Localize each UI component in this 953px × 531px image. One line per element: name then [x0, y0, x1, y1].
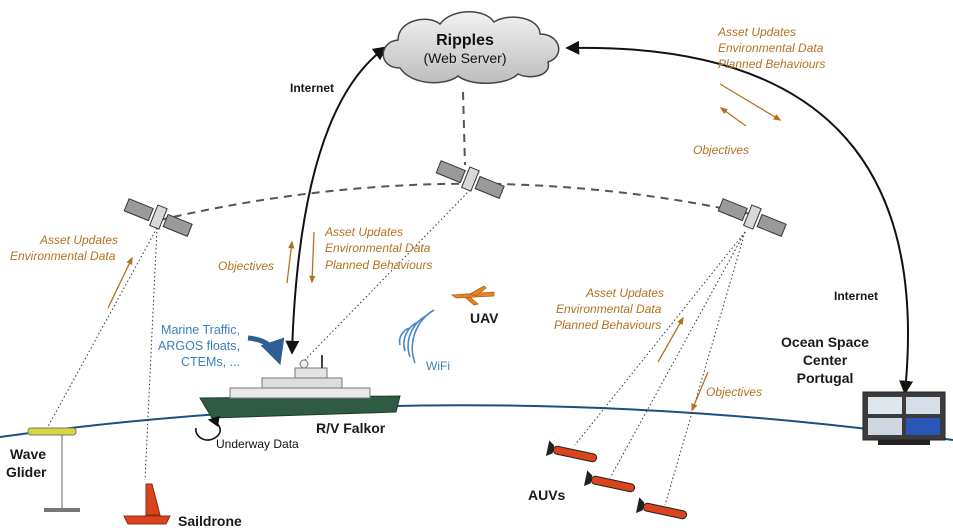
svg-text:Asset Updates: Asset Updates [717, 25, 796, 39]
auv-2 [583, 470, 636, 493]
svg-text:Asset Updates: Asset Updates [39, 233, 118, 247]
svg-text:Ocean Space: Ocean Space [781, 334, 869, 350]
internet-link-right [565, 40, 914, 395]
data-feed-arrow [247, 335, 285, 366]
saildrone [123, 483, 171, 525]
data-flow-arrows [107, 83, 782, 412]
svg-text:ARGOS floats,: ARGOS floats, [158, 339, 240, 353]
cloud-subtitle: (Web Server) [424, 50, 507, 66]
marine-data-sources: Marine Traffic, ARGOS floats, CTEMs, ... [158, 323, 240, 369]
internet-link-left [285, 46, 388, 355]
uav-label: UAV [470, 310, 499, 326]
internet-label-left: Internet [290, 81, 334, 95]
internet-label-right: Internet [834, 289, 878, 303]
svg-text:Asset Updates: Asset Updates [324, 225, 403, 239]
satellite-left [123, 198, 193, 237]
svg-text:CTEMs, ...: CTEMs, ... [181, 355, 240, 369]
wave-glider-label-1: Wave [10, 446, 46, 462]
auvs-label: AUVs [528, 487, 566, 503]
satellite-center [435, 160, 505, 199]
right-satellite-messages: Asset Updates Environmental Data Planned… [554, 286, 762, 399]
underway-loop-icon [195, 415, 221, 441]
svg-text:Environmental Data: Environmental Data [556, 302, 662, 316]
wave-glider [27, 427, 80, 512]
wifi-icon [398, 309, 435, 364]
svg-text:Portugal: Portugal [797, 370, 854, 386]
left-satellite-messages: Asset Updates Environmental Data [10, 233, 118, 263]
center-messages: Objectives Asset Updates Environmental D… [218, 225, 432, 273]
satellite-right [717, 198, 787, 237]
wifi-label: WiFi [426, 359, 450, 373]
cloud-to-satellite-link [462, 91, 466, 166]
wave-glider-label-2: Glider [6, 464, 47, 480]
svg-text:Objectives: Objectives [218, 259, 274, 273]
saildrone-label: Saildrone [178, 513, 242, 529]
underway-label: Underway Data [216, 437, 299, 451]
svg-text:Marine Traffic,: Marine Traffic, [161, 323, 240, 337]
svg-text:Objectives: Objectives [706, 385, 762, 399]
svg-text:Objectives: Objectives [693, 143, 749, 157]
uav-drone [450, 285, 495, 306]
ocean-center-labels: Ocean Space Center Portugal [781, 334, 869, 386]
svg-text:Environmental Data: Environmental Data [325, 241, 431, 255]
ripples-cloud: Ripples (Web Server) [382, 11, 560, 84]
svg-text:Environmental Data: Environmental Data [718, 41, 824, 55]
svg-text:Planned Behaviours: Planned Behaviours [554, 318, 661, 332]
svg-text:Asset Updates: Asset Updates [585, 286, 664, 300]
cloud-title: Ripples [436, 32, 494, 49]
ship-label: R/V Falkor [316, 420, 386, 436]
svg-text:Planned Behaviours: Planned Behaviours [718, 57, 825, 71]
svg-text:Center: Center [803, 352, 848, 368]
svg-text:Environmental Data: Environmental Data [10, 249, 116, 263]
svg-text:Planned Behaviours: Planned Behaviours [325, 258, 432, 272]
research-vessel [199, 355, 401, 419]
auv-1 [545, 440, 598, 463]
ocean-surface-line [0, 404, 953, 441]
top-right-messages: Asset Updates Environmental Data Planned… [693, 25, 825, 157]
auv-3 [635, 497, 688, 520]
satellite-link-arc [159, 182, 756, 221]
control-center-screen [862, 391, 946, 445]
